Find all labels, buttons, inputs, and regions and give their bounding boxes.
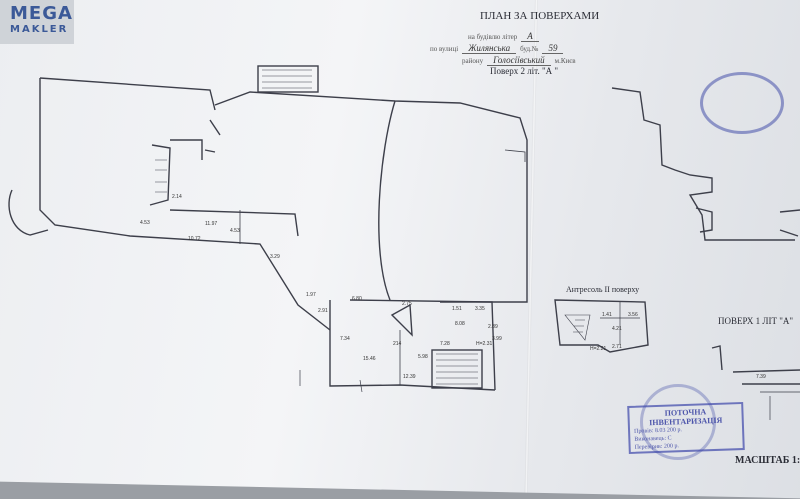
- antresol-label: Антресоль II поверху: [566, 285, 640, 294]
- floor1-label: ПОВЕРХ 1 ЛІТ "А": [718, 316, 794, 326]
- floor-label: Поверх 2 літ. "А ": [490, 66, 559, 76]
- dim-3-35: 3.35: [475, 306, 485, 312]
- dim-10-72: 10.72: [188, 236, 201, 242]
- megamakler-watermark: MEGA MAKLER: [0, 0, 74, 44]
- city-label: м.Києв: [554, 57, 576, 65]
- watermark-makler: MAKLER: [10, 24, 69, 35]
- scale-label: МАСШТАБ 1:: [735, 455, 800, 466]
- dim-7-39: 7.39: [756, 374, 766, 380]
- stamp-title: ПОТОЧНА ІНВЕНТАРИЗАЦІЯ: [649, 407, 723, 428]
- street-value: Жилянська: [462, 43, 517, 54]
- inventory-stamp: ПОТОЧНА ІНВЕНТАРИЗАЦІЯ Провів: 8.03 200 …: [627, 401, 745, 455]
- round-stamp-top: [700, 72, 784, 134]
- district-line: району Голосіївський м.Києв: [462, 50, 576, 68]
- dim-2-14: 2.14: [172, 194, 182, 200]
- dim-7-34: 7.34: [340, 336, 350, 342]
- floor-plan-drawing: 11.97 4.53 10.72 3.29 4.53 1.97 6.80 2.7…: [8, 65, 800, 420]
- dim-2-71: 2.71: [612, 344, 622, 350]
- dim-3-29: 3.29: [270, 254, 280, 260]
- dim-2-91: 2.91: [318, 308, 328, 314]
- height-2-21: H=2.21: [590, 346, 606, 352]
- dim-1-97: 1.97: [306, 292, 316, 298]
- street-line: по вулиці Жилянська буд.№ 59: [430, 38, 564, 56]
- house-label: буд.№: [520, 45, 539, 53]
- dim-1-51: 1.51: [452, 306, 462, 312]
- watermark-mega: MEGA: [10, 3, 73, 24]
- house-value: 59: [542, 43, 564, 54]
- district-value: Голосіївський: [487, 55, 551, 66]
- building-value: A: [521, 31, 539, 42]
- dim-4-21: 4.21: [612, 326, 622, 332]
- dim-2-89: 2.89: [488, 324, 498, 330]
- dim-4-53b: 4.53: [230, 228, 240, 234]
- dim-2-75: 2.75: [402, 301, 412, 307]
- street-label: по вулиці: [430, 45, 459, 53]
- building-line: на будівлю літер A: [468, 26, 539, 44]
- dim-8-08: 8.08: [455, 321, 465, 327]
- dim-5-98: 5.98: [418, 354, 428, 360]
- height-2-31: H=2.31: [476, 341, 492, 347]
- dim-7-28: 7.28: [440, 341, 450, 347]
- dim-15-46: 15.46: [363, 356, 376, 362]
- dim-1-41: 1.41: [602, 312, 612, 318]
- district-label: району: [462, 57, 484, 65]
- plan-title: ПЛАН ЗА ПОВЕРХАМИ: [480, 10, 600, 22]
- room-214: 214: [393, 341, 402, 347]
- dim-6-80: 6.80: [352, 296, 362, 302]
- dim-3-99: 3.99: [492, 336, 502, 342]
- plan-wall: [39, 77, 216, 111]
- dim-3-56: 3.56: [628, 312, 638, 318]
- dim-12-39: 12.39: [403, 374, 416, 380]
- round-stamp-bottom: [640, 384, 716, 460]
- building-label: на будівлю літер: [468, 33, 518, 41]
- dim-11-97: 11.97: [205, 221, 217, 227]
- dim-4-53: 4.53: [140, 220, 150, 226]
